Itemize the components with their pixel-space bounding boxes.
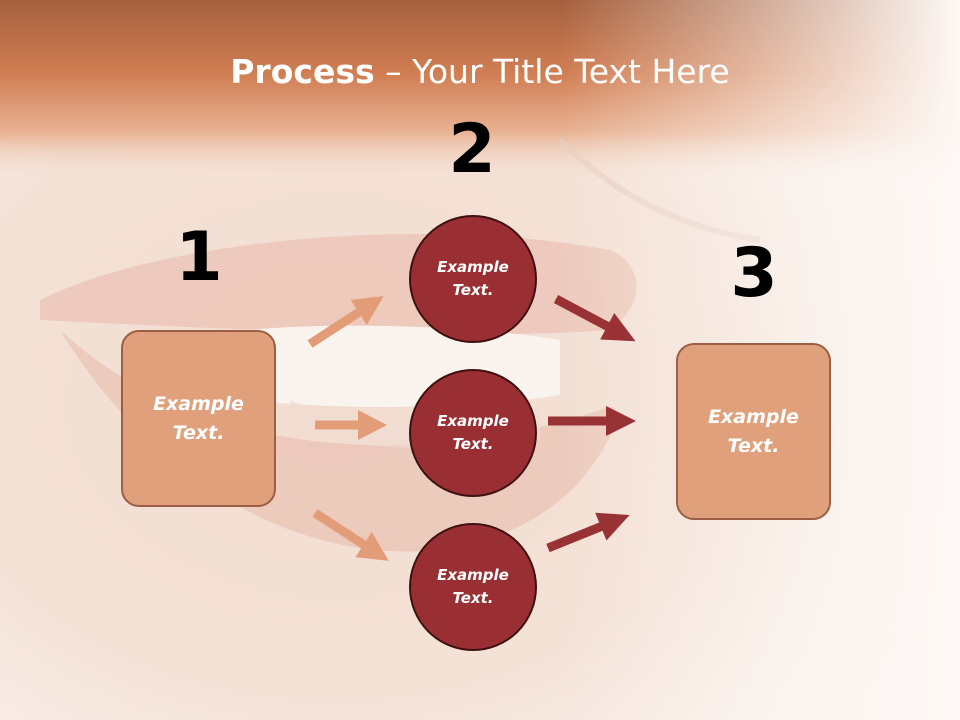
arrow-bottom-to-3	[546, 512, 630, 553]
step-2-circle-top: Example Text.	[409, 215, 537, 343]
step-1-number: 1	[175, 218, 223, 297]
arrow-top-to-3	[553, 295, 636, 342]
step-1-text: Example Text.	[153, 392, 244, 444]
step-2-circle-top-text: Example Text.	[437, 258, 509, 299]
step-2-circle-bottom: Example Text.	[409, 523, 537, 651]
title-bold: Process	[230, 52, 375, 91]
slide-title: Process – Your Title Text Here	[0, 52, 960, 91]
step-2-circle-bottom-text: Example Text.	[437, 566, 509, 607]
title-rest: – Your Title Text Here	[374, 52, 730, 91]
arrow-1-to-bottom	[312, 509, 389, 561]
step-3-number: 3	[730, 234, 778, 313]
step-3-box: Example Text.	[676, 343, 831, 520]
arrow-1-to-middle	[315, 410, 387, 440]
step-1-box: Example Text.	[121, 330, 276, 507]
arrow-1-to-top	[307, 296, 384, 348]
step-2-circle-middle: Example Text.	[409, 369, 537, 497]
step-2-circle-middle-text: Example Text.	[437, 412, 509, 453]
step-2-number: 2	[448, 110, 496, 189]
step-3-text: Example Text.	[708, 405, 799, 457]
arrow-middle-to-3	[548, 406, 636, 436]
